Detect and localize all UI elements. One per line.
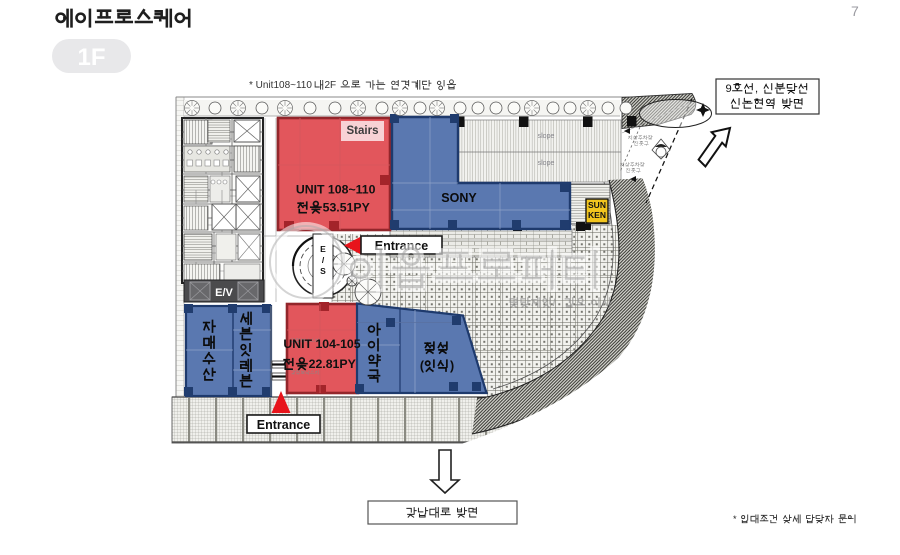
svg-text:UNIT 108~110: UNIT 108~110 (296, 183, 376, 197)
svg-text:7: 7 (851, 3, 859, 19)
svg-text:(: ( (420, 359, 425, 373)
svg-text:UNIT 104-105: UNIT 104-105 (283, 337, 360, 351)
svg-text:/: / (553, 297, 556, 309)
svg-text:KEN: KEN (588, 210, 606, 220)
svg-text:SUN: SUN (588, 200, 606, 210)
svg-text:Entrance: Entrance (257, 418, 311, 432)
svg-text:SONY: SONY (441, 191, 477, 205)
svg-text:Stairs: Stairs (347, 125, 379, 137)
svg-text:S: S (320, 266, 326, 276)
svg-text:22.81PY: 22.81PY (309, 357, 356, 371)
svg-text:9: 9 (726, 83, 732, 95)
svg-text:slope: slope (538, 133, 555, 140)
svg-text:1F: 1F (77, 44, 105, 71)
svg-text:,: , (755, 83, 758, 95)
svg-text:): ) (450, 359, 454, 373)
svg-text:/: / (322, 255, 325, 265)
svg-text:slope: slope (538, 160, 555, 167)
svg-text:* Unit108~110: * Unit108~110 (249, 80, 312, 91)
svg-text:53.51PY: 53.51PY (323, 201, 370, 215)
svg-text:E/V: E/V (215, 287, 233, 299)
svg-text:*: * (733, 514, 737, 524)
svg-text:E: E (320, 244, 326, 254)
svg-text:2F: 2F (324, 80, 336, 91)
